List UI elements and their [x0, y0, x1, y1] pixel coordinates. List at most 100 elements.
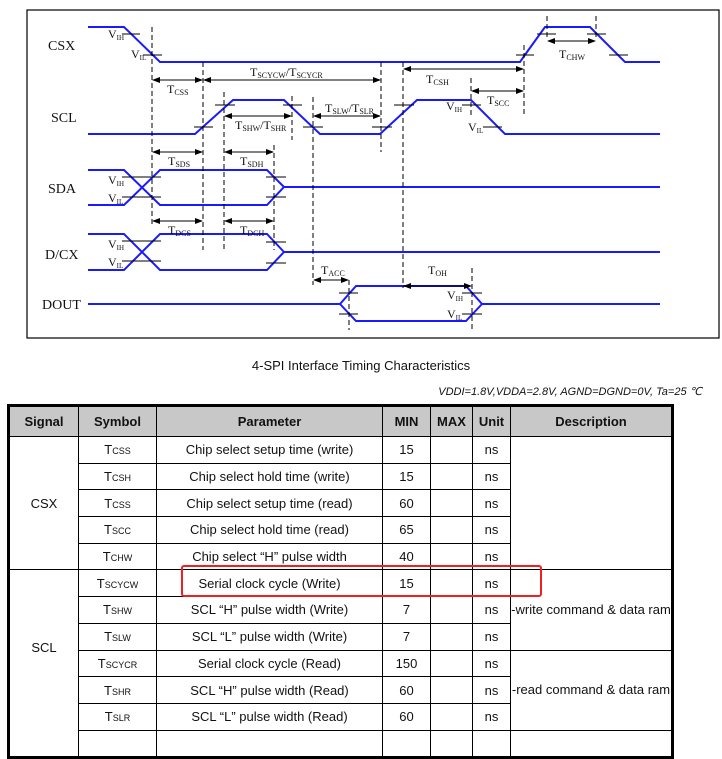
max-cell — [430, 436, 473, 464]
header-signal: Signal — [8, 405, 79, 437]
dout-waveform-2 — [339, 303, 483, 322]
tdch-label: TDCH — [240, 223, 264, 238]
symbol-cell: TCHW — [78, 542, 157, 571]
tshw-label: TSHW/TSHR — [235, 118, 287, 133]
max-cell — [430, 489, 473, 518]
parameter-cell: Chip select setup time (write) — [156, 436, 383, 464]
tslw-label: TSLW/TSLR — [325, 101, 375, 116]
symbol-cell: TSHW — [78, 596, 157, 624]
symbol-cell: TSLW — [78, 622, 157, 651]
timing-table: Signal Symbol Parameter MIN MAX Unit Des… — [7, 404, 674, 759]
parameter-cell: Chip select setup time (read) — [156, 489, 383, 518]
description-cell-write: -write command & data ram — [510, 569, 673, 651]
table-row: SCL TSCYCW Serial clock cycle (Write) 15… — [8, 569, 673, 759]
description-cell-csx — [510, 435, 673, 571]
unit-cell: ns — [472, 649, 511, 678]
sda-waveform-2 — [88, 169, 285, 206]
tscc-label: TSCC — [487, 93, 509, 108]
tcsh-label: TCSH — [426, 72, 449, 87]
table-row: TSLR SCL “L” pulse width (Read) 60 ns — [9, 702, 673, 731]
timing-labels: VIH VIL TCSS TSCYCW/TSCYCR TCSH TCHW TSC… — [108, 27, 585, 322]
parameter-cell: Chip select hold time (read) — [156, 516, 383, 544]
header-max: MAX — [430, 405, 473, 437]
parameter-cell: SCL “H” pulse width (Write) — [156, 596, 383, 624]
header-description: Description — [510, 405, 673, 437]
table-row: TSLW SCL “L” pulse width (Write) 7 ns — [9, 622, 673, 651]
max-cell — [430, 676, 473, 704]
symbol-cell: TCSH — [78, 462, 157, 491]
dcx-waveform-1 — [88, 233, 660, 271]
svg-text:VIL: VIL — [108, 191, 123, 206]
svg-text:VIL: VIL — [108, 255, 123, 270]
tsds-label: TSDS — [168, 154, 190, 169]
svg-text:VIH: VIH — [447, 288, 463, 303]
threshold-ticks — [122, 33, 628, 315]
header-parameter: Parameter — [156, 405, 383, 437]
tscyc-label: TSCYCW/TSCYCR — [250, 65, 323, 80]
symbol-cell: TSLR — [78, 702, 157, 731]
sda-waveform-1 — [88, 169, 660, 206]
parameter-cell: Chip select hold time (write) — [156, 462, 383, 491]
table-row: TCSS Chip select setup time (read) 60 ns — [9, 489, 673, 518]
waveforms — [88, 26, 660, 322]
min-cell: 15 — [382, 436, 431, 464]
table-row: TSCYCR Serial clock cycle (Read) 150 ns … — [9, 649, 673, 731]
spi-timing-diagram: CSX SCL SDA D/CX DOUT — [26, 9, 720, 339]
unit-cell: ns — [472, 676, 511, 704]
signal-label-scl: SCL — [51, 111, 77, 126]
description-cell-read: -read command & data ram — [510, 649, 673, 731]
header-symbol: Symbol — [78, 405, 157, 437]
min-cell: 60 — [382, 702, 431, 731]
diagram-frame — [26, 9, 720, 339]
min-cell: 15 — [382, 462, 431, 491]
max-cell — [430, 516, 473, 544]
parameter-cell: SCL “H” pulse width (Read) — [156, 676, 383, 704]
scl-waveform — [88, 99, 660, 135]
min-cell: 150 — [382, 649, 431, 678]
table-row-partial — [9, 729, 673, 759]
dcx-waveform-2 — [88, 233, 285, 271]
signal-label-sda: SDA — [48, 182, 77, 197]
tsdh-label: TSDH — [240, 154, 264, 169]
svg-text:VIH: VIH — [108, 237, 124, 252]
unit-cell: ns — [472, 596, 511, 624]
table-row: TSHW SCL “H” pulse width (Write) 7 ns — [9, 596, 673, 624]
symbol-cell: TSCC — [78, 516, 157, 544]
tcss-label: TCSS — [167, 82, 189, 97]
symbol-cell: TSHR — [78, 676, 157, 704]
min-cell: 7 — [382, 622, 431, 651]
csx-waveform — [88, 26, 660, 63]
svg-text:VIL: VIL — [131, 47, 146, 62]
unit-cell: ns — [472, 702, 511, 731]
svg-text:VIH: VIH — [108, 27, 124, 42]
unit-cell: ns — [472, 436, 511, 464]
parameter-cell: Serial clock cycle (Write) — [156, 569, 383, 598]
signal-cell-scl: SCL — [8, 569, 79, 759]
svg-text:VIL: VIL — [447, 307, 462, 322]
figure-caption: 4-SPI Interface Timing Characteristics — [251, 358, 471, 373]
symbol-cell: TSCYCR — [78, 649, 157, 678]
table-row: TCSH Chip select hold time (write) 15 ns — [9, 462, 673, 491]
unit-cell: ns — [472, 489, 511, 518]
max-cell — [430, 622, 473, 651]
test-conditions: VDDI=1.8V,VDDA=2.8V, AGND=DGND=0V, Ta=25… — [438, 386, 702, 398]
parameter-cell: SCL “L” pulse width (Write) — [156, 622, 383, 651]
header-min: MIN — [382, 405, 431, 437]
timing-arrows — [152, 38, 596, 289]
header-unit: Unit — [472, 405, 511, 437]
max-cell — [430, 649, 473, 678]
unit-cell: ns — [472, 462, 511, 491]
symbol-cell: TCSS — [78, 489, 157, 518]
signal-label-dout: DOUT — [42, 298, 81, 313]
table-row: CSX TCSS Chip select setup time (write) … — [8, 435, 673, 571]
svg-text:VIL: VIL — [468, 120, 483, 135]
table-row: TSHR SCL “H” pulse width (Read) 60 ns — [9, 676, 673, 704]
svg-text:VIH: VIH — [108, 173, 124, 188]
tacc-label: TACC — [321, 263, 345, 278]
max-cell — [430, 702, 473, 731]
signal-label-dcx: D/CX — [45, 248, 78, 263]
table-header-row: Signal Symbol Parameter MIN MAX Unit Des… — [8, 405, 673, 437]
table-row: TSCC Chip select hold time (read) 65 ns — [9, 516, 673, 544]
tdcs-label: TDCS — [168, 223, 191, 238]
min-cell: 60 — [382, 489, 431, 518]
